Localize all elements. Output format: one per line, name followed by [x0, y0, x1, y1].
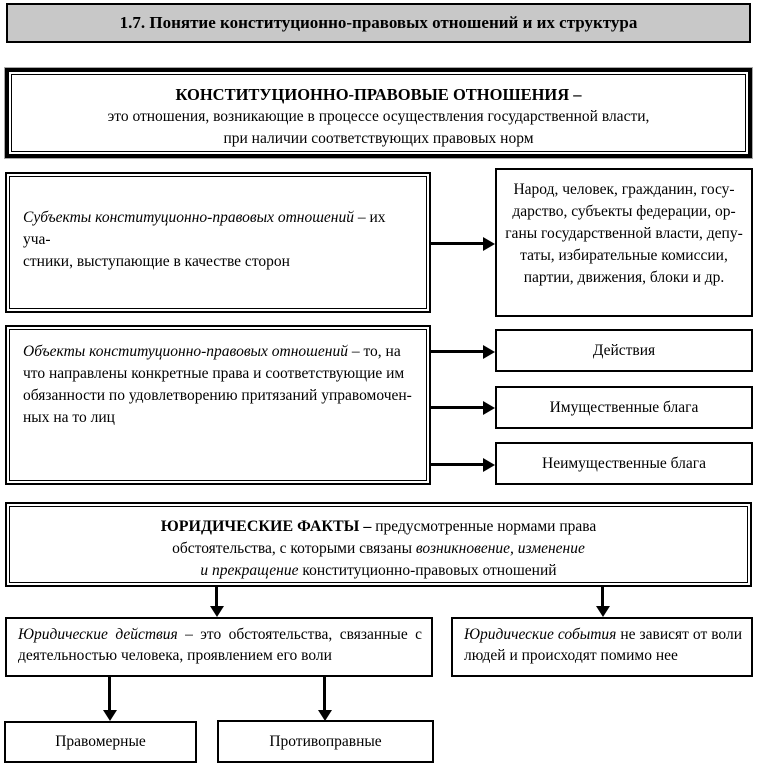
- legal-facts-line1-rest: предусмотренные нормами права: [371, 518, 597, 535]
- object-item-actions: Действия: [495, 329, 753, 372]
- definition-box: КОНСТИТУЦИОННО-ПРАВОВЫЕ ОТНОШЕНИЯ – это …: [4, 67, 753, 159]
- arrow-shaft: [323, 677, 326, 711]
- legal-facts-line3-rest: конституционно-правовых отношений: [298, 562, 557, 579]
- legal-actions-term: Юридические действия: [18, 626, 178, 643]
- objects-line1-rest: – то, на: [347, 343, 401, 360]
- legal-events-line1-rest: не зависят от воли: [616, 626, 742, 643]
- object-item-property-goods: Имущественные блага: [495, 386, 753, 429]
- subjects-line2: стники, выступающие в качестве сторон: [23, 253, 290, 270]
- legal-facts-line2: обстоятельства, с которыми связаны возни…: [10, 538, 747, 560]
- legal-facts-line1: ЮРИДИЧЕСКИЕ ФАКТЫ – предусмотренные норм…: [10, 516, 747, 538]
- definition-box-content: КОНСТИТУЦИОННО-ПРАВОВЫЕ ОТНОШЕНИЯ – это …: [11, 74, 746, 152]
- subjects-box-content: Субъекты конституционно-правовых отношен…: [9, 176, 427, 309]
- arrow-down-icon: [209, 587, 225, 617]
- object-item-nonproperty-goods: Неимущественные блага: [495, 442, 753, 485]
- object-item-label: Действия: [592, 341, 656, 359]
- subjects-line1-rest: – их уча-: [23, 209, 386, 248]
- object-item-label: Неимущественные блага: [542, 454, 706, 472]
- legal-events-line1: Юридические события не зависят от воли: [464, 624, 742, 645]
- legal-facts-content: ЮРИДИЧЕСКИЕ ФАКТЫ – предусмотренные норм…: [9, 506, 748, 583]
- legal-actions-box: Юридические действия – это обстоятельств…: [5, 617, 433, 677]
- object-item-label: Имущественные блага: [549, 398, 699, 416]
- arrow-head: [318, 710, 332, 721]
- subjects-box: Субъекты конституционно-правовых отношен…: [5, 172, 431, 313]
- arrow-shaft: [601, 587, 604, 607]
- legal-events-term: Юридические события: [464, 626, 617, 643]
- legal-facts-line2-italic: возникновение, изменение: [415, 540, 585, 557]
- legal-events-line2: людей и происходят помимо нее: [464, 647, 678, 664]
- kind-unlawful-box: Противоправные: [217, 720, 434, 763]
- page-title: 1.7. Понятие конституционно-правовых отн…: [6, 3, 751, 43]
- arrow-right-icon: [431, 457, 495, 473]
- arrow-shaft: [108, 677, 111, 711]
- legal-facts-term: ЮРИДИЧЕСКИЕ ФАКТЫ –: [160, 518, 372, 535]
- subjects-example-line: ганы государственной власти, депу-: [505, 225, 743, 242]
- arrow-down-icon: [595, 587, 611, 617]
- legal-actions-line1: Юридические действия – это обстоятельств…: [18, 624, 422, 645]
- subjects-term: Субъекты конституционно-правовых отношен…: [23, 209, 354, 226]
- definition-line: это отношения, возникающие в процессе ос…: [107, 108, 650, 125]
- arrow-down-icon: [317, 677, 333, 721]
- legal-facts-line3-italic: и прекращение: [200, 562, 299, 579]
- legal-actions-line1-rest: – это обстоятельства, связанные с: [177, 626, 422, 643]
- objects-box: Объекты конституционно-правовых отношени…: [5, 325, 431, 485]
- arrow-head: [483, 401, 495, 415]
- objects-line4: ных на то лиц: [23, 409, 115, 426]
- objects-line3: обязанности по удовлетворению притязаний…: [23, 387, 412, 404]
- legal-facts-line3: и прекращение конституционно-правовых от…: [10, 560, 747, 582]
- definition-term: КОНСТИТУЦИОННО-ПРАВОВЫЕ ОТНОШЕНИЯ –: [175, 85, 582, 104]
- arrow-head: [483, 345, 495, 359]
- arrow-right-icon: [431, 344, 495, 360]
- page-title-text: 1.7. Понятие конституционно-правовых отн…: [119, 13, 638, 32]
- objects-term: Объекты конституционно-правовых отношени…: [23, 343, 348, 360]
- kind-label: Правомерные: [55, 733, 146, 750]
- subjects-example-line: дарство, субъекты федерации, ор-: [512, 203, 736, 220]
- arrow-shaft: [431, 406, 484, 409]
- arrow-shaft: [431, 463, 484, 466]
- arrow-head: [596, 606, 610, 617]
- arrow-head: [210, 606, 224, 617]
- legal-actions-line2: деятельностью человека, проявлением его …: [18, 647, 332, 664]
- objects-line2: что направлены конкретные права и соотве…: [23, 365, 405, 382]
- legal-facts-line2-normal: обстоятельства, с которыми связаны: [172, 540, 416, 557]
- arrow-shaft: [431, 242, 484, 245]
- arrow-head: [103, 710, 117, 721]
- definition-line: при наличии соответствующих правовых нор…: [223, 130, 534, 147]
- kind-label: Противоправные: [269, 732, 382, 750]
- arrow-head: [483, 237, 495, 251]
- arrow-shaft: [215, 587, 218, 607]
- arrow-head: [483, 458, 495, 472]
- subjects-example-line: Народ, человек, гражданин, госу-: [513, 181, 735, 198]
- arrow-down-icon: [102, 677, 118, 721]
- legal-events-box: Юридические события не зависят от воли л…: [451, 617, 753, 677]
- subjects-example-line: таты, избирательные комиссии,: [520, 247, 728, 264]
- subjects-example-line: партии, движения, блоки и др.: [523, 269, 725, 286]
- arrow-right-icon: [431, 400, 495, 416]
- subjects-examples-box: Народ, человек, гражданин, госу- дарство…: [495, 168, 753, 317]
- kind-lawful-box: Правомерные: [4, 721, 197, 763]
- objects-box-content: Объекты конституционно-правовых отношени…: [9, 329, 427, 481]
- arrow-right-icon: [431, 236, 495, 252]
- legal-facts-box: ЮРИДИЧЕСКИЕ ФАКТЫ – предусмотренные норм…: [5, 502, 752, 587]
- arrow-shaft: [431, 350, 484, 353]
